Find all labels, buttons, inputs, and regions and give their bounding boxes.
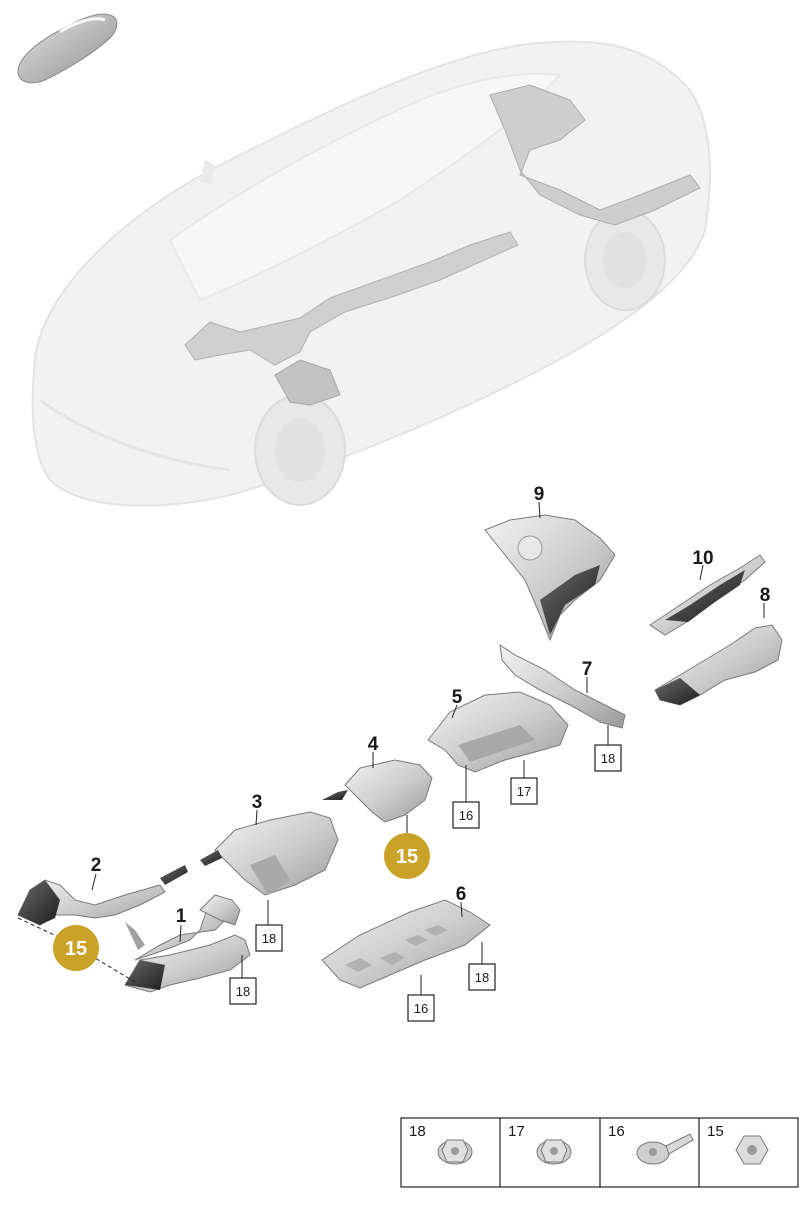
- heat-shield-part-3: [200, 811, 339, 896]
- badge-15-left: 15: [53, 925, 99, 971]
- ref-box-18-part-7: 18: [594, 744, 622, 772]
- heat-shield-part-2: [17, 865, 188, 926]
- callout-7: 7: [582, 659, 593, 680]
- heat-shield-part-10: [649, 554, 766, 636]
- svg-text:18: 18: [262, 931, 276, 946]
- svg-text:18: 18: [409, 1123, 426, 1140]
- callout-2: 2: [91, 855, 102, 876]
- callout-10: 10: [692, 548, 713, 569]
- callout-3: 3: [252, 792, 263, 813]
- heat-shield-part-1: [124, 894, 251, 993]
- callout-4: 4: [368, 734, 379, 755]
- hardware-cell-17: 17: [508, 1123, 572, 1165]
- svg-text:18: 18: [475, 970, 489, 985]
- svg-text:16: 16: [608, 1123, 625, 1140]
- svg-text:15: 15: [707, 1123, 724, 1140]
- car-thumbnail-icon: [17, 13, 118, 84]
- hardware-table: 18 17 16 15: [400, 1117, 799, 1188]
- heat-shield-part-7: [499, 643, 626, 729]
- flange-nut-icon: [437, 1139, 473, 1165]
- heat-shield-part-8: [654, 624, 783, 706]
- callout-9: 9: [534, 484, 545, 505]
- svg-text:16: 16: [459, 808, 473, 823]
- ref-box-18-part-3: 18: [255, 924, 283, 952]
- svg-text:17: 17: [508, 1123, 525, 1140]
- svg-text:18: 18: [236, 984, 250, 999]
- svg-text:16: 16: [414, 1001, 428, 1016]
- screw-with-washer-icon: [636, 1133, 694, 1165]
- svg-text:17: 17: [517, 784, 531, 799]
- hex-nut-icon: [735, 1135, 769, 1165]
- callout-5: 5: [452, 687, 463, 708]
- svg-text:18: 18: [601, 751, 615, 766]
- hardware-cell-18: 18: [409, 1123, 473, 1165]
- callout-1: 1: [176, 906, 187, 927]
- hardware-cell-16: 16: [608, 1123, 694, 1165]
- callout-6: 6: [456, 884, 467, 905]
- ref-box-16-part-4: 16: [452, 801, 480, 829]
- ref-box-16-part-6: 16: [407, 994, 435, 1022]
- ref-box-18-part-1: 18: [229, 977, 257, 1005]
- flange-nut-icon: [536, 1139, 572, 1165]
- vehicle-overview: [31, 40, 711, 507]
- heat-shield-part-5: [427, 691, 569, 773]
- heat-shield-part-9: [484, 514, 616, 642]
- svg-text:15: 15: [396, 846, 418, 868]
- svg-text:15: 15: [65, 938, 87, 960]
- ref-box-17-part-5: 17: [510, 777, 538, 805]
- hardware-cell-15: 15: [707, 1123, 769, 1165]
- callout-8: 8: [760, 585, 771, 606]
- badge-15-center: 15: [384, 833, 430, 879]
- heat-shield-part-6: [321, 899, 491, 989]
- ref-box-18-part-6: 18: [468, 963, 496, 991]
- heat-shield-part-4: [322, 759, 433, 823]
